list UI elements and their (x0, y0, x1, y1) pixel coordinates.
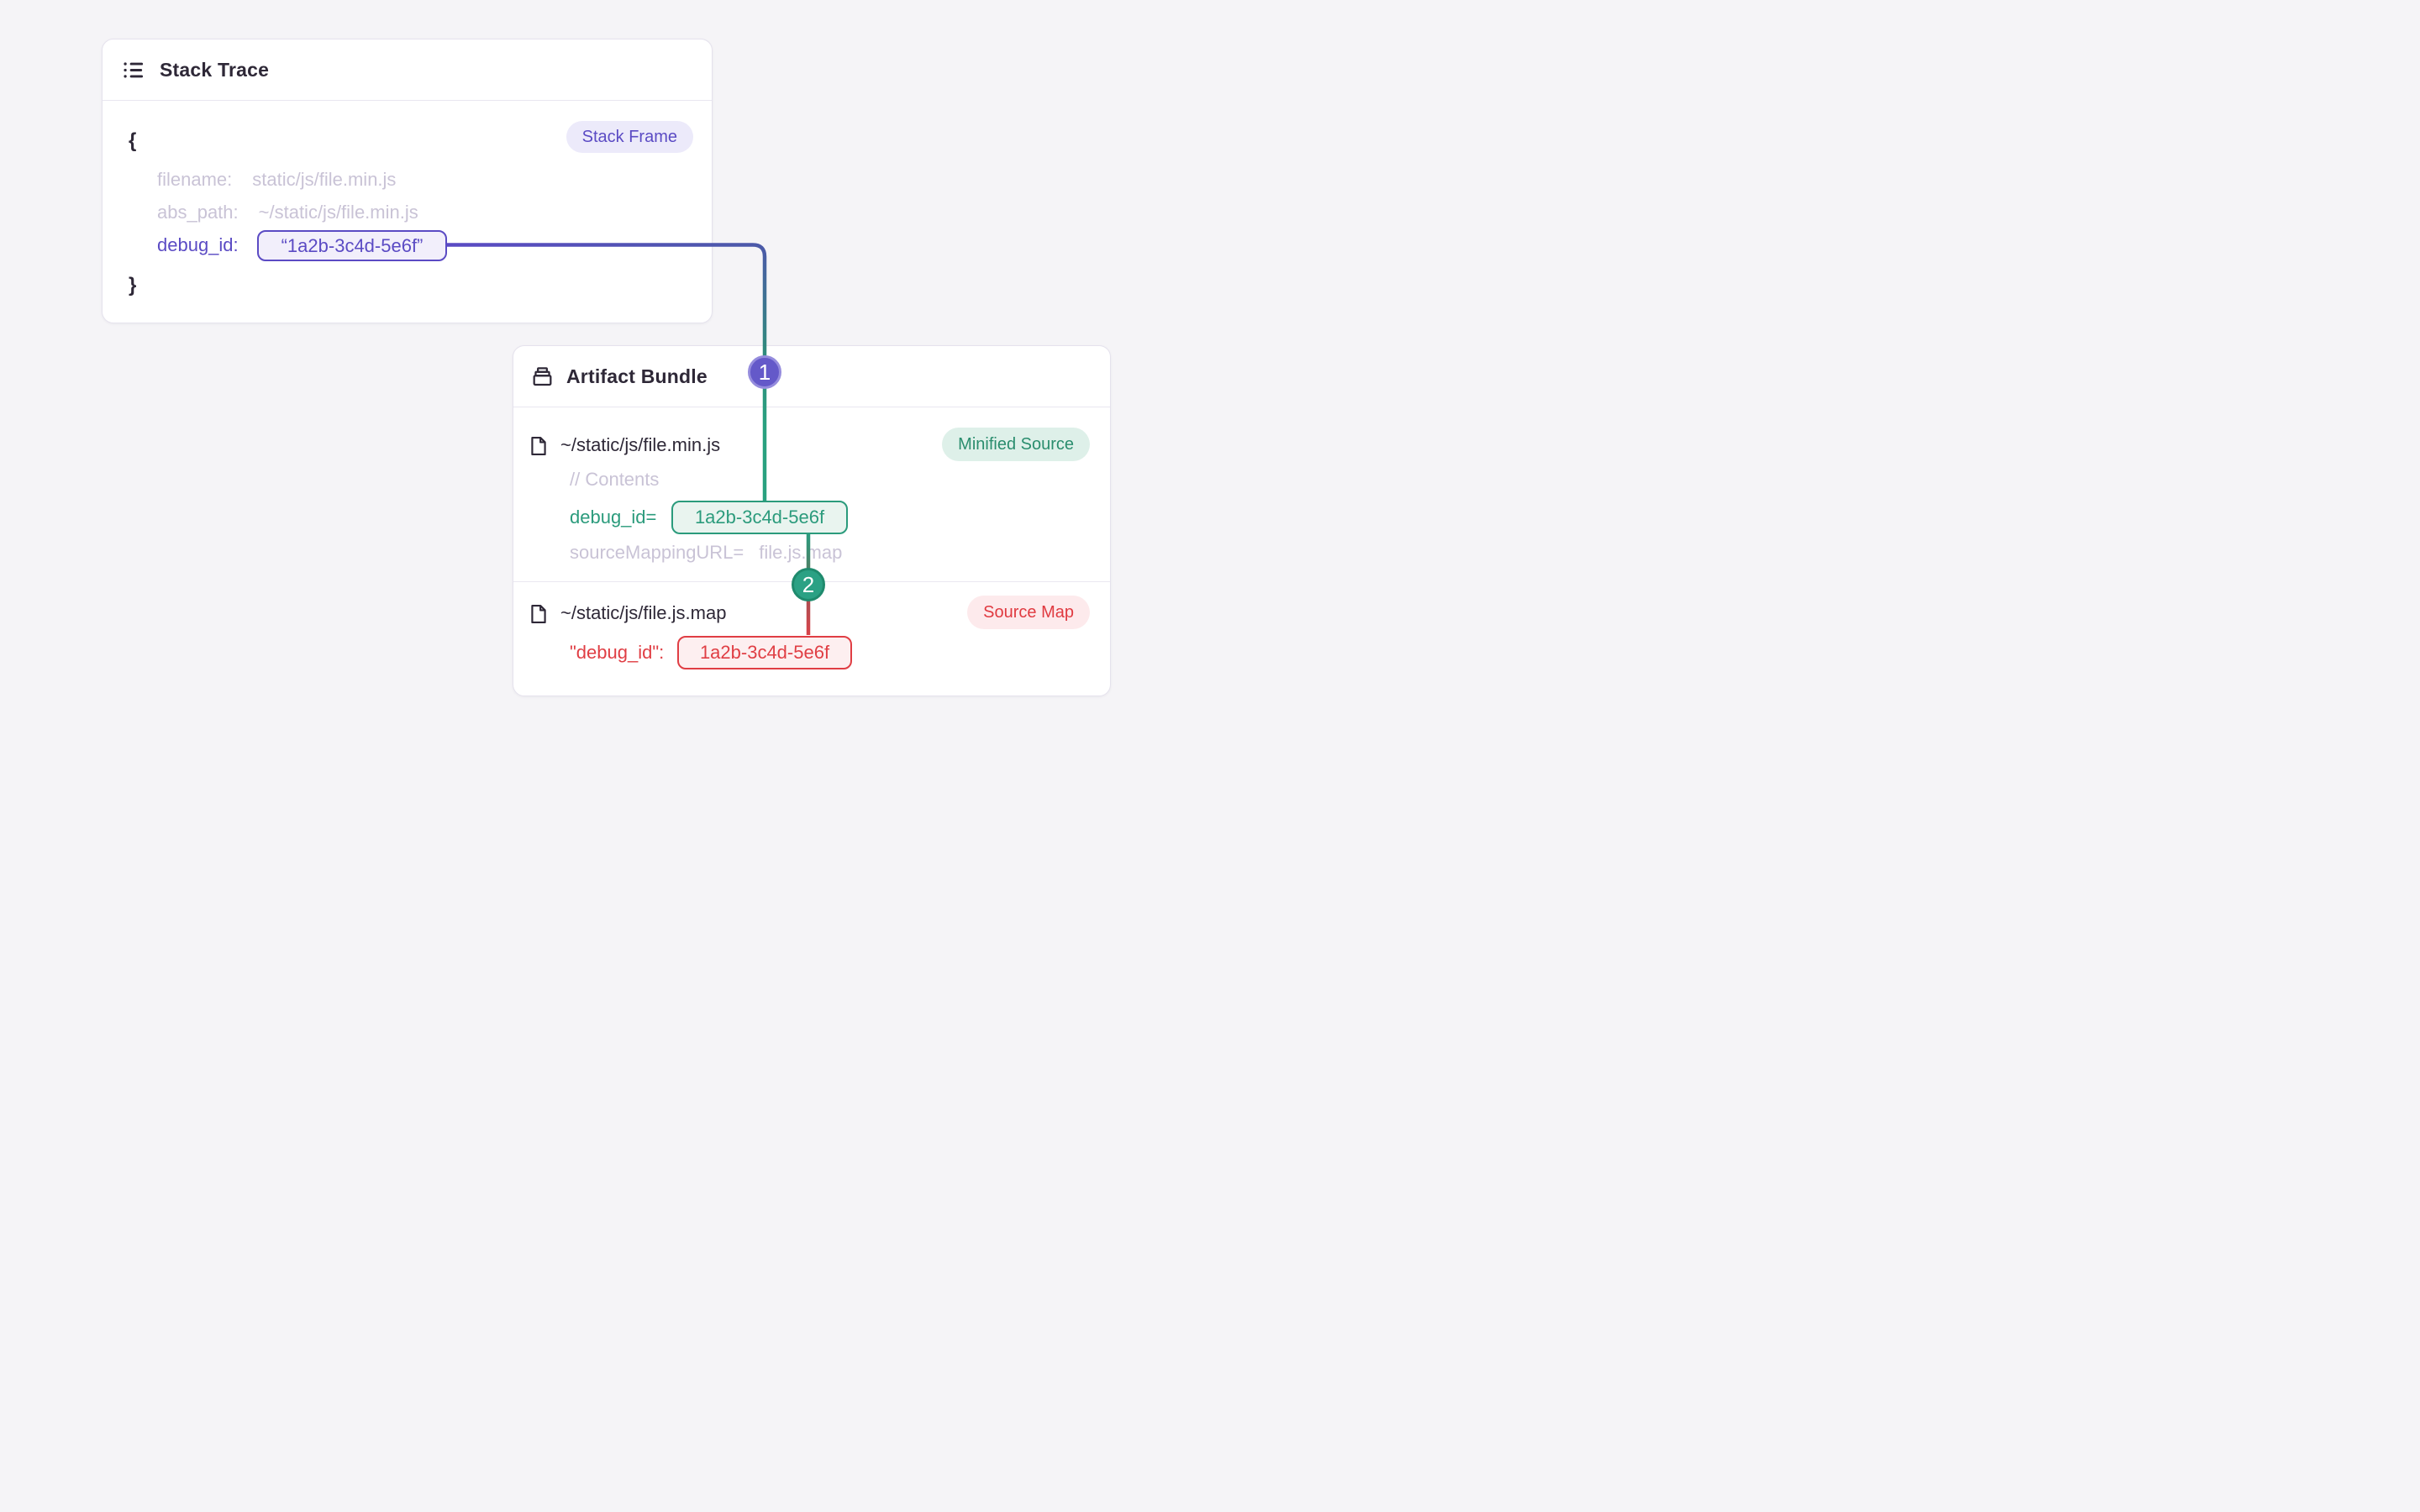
debug-id-value-box-stack: “1a2b-3c4d-5e6f” (257, 230, 447, 261)
field-key: debug_id: (157, 234, 239, 255)
sourcemap-debug-id-label: "debug_id": (570, 642, 665, 663)
step-marker-2: 2 (792, 568, 825, 601)
stack-field-debug-id-label: debug_id: (157, 228, 239, 262)
mapping-key: sourceMappingURL= (570, 542, 744, 563)
stack-trace-header: Stack Trace (103, 39, 712, 101)
stack-trace-title: Stack Trace (160, 58, 270, 81)
artifact-bundle-card: Artifact Bundle ~/static/js/file.min.js … (513, 345, 1111, 696)
archive-bundle-icon (532, 366, 553, 387)
stack-list-icon (123, 59, 145, 81)
field-value: ~/static/js/file.min.js (258, 202, 418, 223)
contents-comment: // Contents (570, 469, 660, 490)
brace-open: { (129, 129, 137, 152)
artifact-bundle-header: Artifact Bundle (513, 346, 1110, 407)
stack-frame-badge: Stack Frame (566, 121, 693, 153)
mapping-value: file.js.map (759, 542, 843, 563)
debug-id-value-box-sourcemap: 1a2b-3c4d-5e6f (677, 636, 852, 669)
field-key: abs_path: (157, 202, 239, 223)
field-key: filename: (157, 169, 233, 190)
minified-source-badge: Minified Source (942, 428, 1090, 461)
source-map-badge: Source Map (967, 596, 1090, 629)
stack-field-abs-path: abs_path: ~/static/js/file.min.js (157, 196, 418, 229)
debug-id-value-box-minified: 1a2b-3c4d-5e6f (671, 501, 848, 534)
file-icon (528, 603, 550, 625)
debug-id-diagram: Stack Trace Stack Frame { filename: stat… (0, 0, 1210, 756)
bundle-debug-id-label: debug_id= (570, 507, 657, 528)
stack-trace-card: Stack Trace Stack Frame { filename: stat… (102, 39, 713, 323)
file-icon (528, 435, 550, 457)
step-marker-1: 1 (748, 355, 781, 389)
sourcemap-file-name: ~/static/js/file.js.map (560, 602, 727, 623)
stack-field-filename: filename: static/js/file.min.js (157, 163, 396, 197)
source-mapping-url-line: sourceMappingURL= file.js.map (570, 536, 842, 570)
artifact-bundle-title: Artifact Bundle (566, 365, 708, 387)
field-value: static/js/file.min.js (252, 169, 397, 190)
minified-file-name: ~/static/js/file.min.js (560, 434, 721, 455)
brace-close: } (129, 274, 137, 297)
